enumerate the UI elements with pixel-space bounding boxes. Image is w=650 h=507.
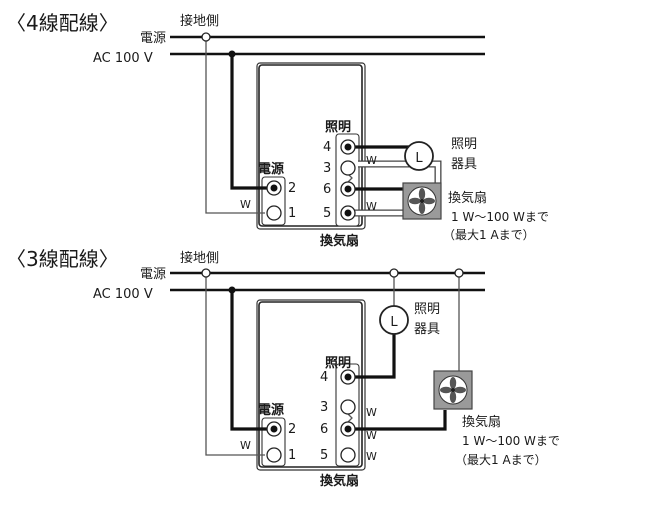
supply-voltage-label: AC 100 V — [93, 287, 153, 302]
lamp-label: 照明 — [414, 302, 440, 317]
terminal-5-label: 5 — [323, 206, 331, 221]
w-mark: W — [366, 406, 377, 419]
fan-icon — [433, 370, 473, 410]
jumper-wire — [347, 413, 353, 423]
light-terminal-group-label: 照明 — [325, 356, 351, 371]
terminal-6-label: 6 — [323, 182, 331, 197]
power-terminal-group-label: 電源 — [258, 402, 284, 418]
fan-spec: 1 W～100 Wまで — [451, 210, 549, 224]
hot-junction — [228, 286, 236, 294]
terminal-1-socket — [266, 447, 282, 463]
fan-junction — [454, 268, 464, 278]
socket-frame-right — [335, 133, 360, 227]
fan-wire — [352, 410, 447, 431]
diagram-title: 〈4線配線〉 — [6, 11, 119, 35]
lamp-junction — [389, 268, 399, 278]
w-mark: W — [366, 200, 377, 213]
terminal-5-socket — [340, 447, 356, 463]
fan-terminal-group-label: 換気扇 — [320, 473, 359, 489]
lamp-letter: L — [390, 315, 398, 330]
w-mark: W — [366, 154, 377, 167]
lamp-label: 照明 — [451, 137, 477, 152]
ground-wire — [205, 273, 265, 456]
terminal-1-label: 1 — [288, 206, 296, 221]
terminal-3-socket — [340, 399, 356, 415]
terminal-2-label: 2 — [288, 422, 296, 437]
light-terminal-group-label: 照明 — [325, 120, 351, 135]
terminal-3-socket — [340, 160, 356, 176]
fan-spec: （最大1 Aまで） — [443, 228, 535, 242]
lamp-label: 器具 — [451, 157, 477, 172]
terminal-4-label: 4 — [320, 370, 328, 385]
lamp-symbol — [404, 141, 434, 171]
w-mark: W — [240, 439, 251, 452]
terminal-2-label: 2 — [288, 181, 296, 196]
power-terminal-group-label: 電源 — [258, 161, 284, 177]
fan-label: 換気扇 — [448, 190, 487, 206]
ground-side-label: 接地側 — [180, 250, 219, 266]
hot-wire — [230, 54, 270, 190]
fan-spec: （最大1 Aまで） — [455, 453, 547, 467]
four-wire-diagram: 〈4線配線〉 接地側 電源 AC 100 V — [6, 11, 549, 249]
terminal-5-label: 5 — [320, 448, 328, 463]
power-label: 電源 — [140, 31, 166, 46]
supply-voltage-label: AC 100 V — [93, 51, 153, 66]
fan-icon — [402, 182, 442, 220]
terminal-4-label: 4 — [323, 140, 331, 155]
terminal-6-label: 6 — [320, 422, 328, 437]
hot-junction — [228, 50, 236, 58]
power-label: 電源 — [140, 267, 166, 282]
three-wire-diagram: 〈3線配線〉 接地側 電源 AC 100 V — [6, 247, 560, 489]
lamp-label: 器具 — [414, 322, 440, 337]
terminal-1-socket — [266, 205, 282, 221]
socket-frame-right — [335, 363, 360, 467]
lamp-letter: L — [415, 151, 423, 166]
w-mark: W — [366, 429, 377, 442]
w-mark: W — [240, 198, 251, 211]
terminal-1-label: 1 — [288, 448, 296, 463]
fan-label: 換気扇 — [462, 414, 501, 430]
hot-wire — [230, 290, 270, 431]
terminal-3-label: 3 — [320, 400, 328, 415]
lamp-symbol — [379, 305, 409, 335]
diagram-title: 〈3線配線〉 — [6, 247, 119, 271]
fan-spec: 1 W～100 Wまで — [462, 434, 560, 448]
fan-terminal-group-label: 換気扇 — [320, 233, 359, 249]
w-mark: W — [366, 450, 377, 463]
ground-wire — [205, 37, 265, 214]
terminal-3-label: 3 — [323, 161, 331, 176]
light-wire — [352, 334, 396, 379]
ground-junction — [201, 268, 211, 278]
ground-junction — [201, 32, 211, 42]
ground-side-label: 接地側 — [180, 13, 219, 29]
